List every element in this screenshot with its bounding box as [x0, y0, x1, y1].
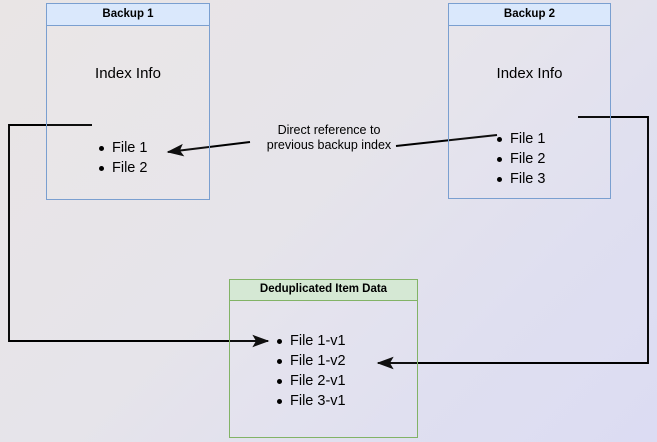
node-backup-2-body: Index Info File 1 File 2 File 3	[449, 26, 610, 198]
list-item: File 3-v1	[275, 391, 346, 411]
node-deduplicated-item-data-header: Deduplicated Item Data	[230, 280, 417, 301]
node-backup-1-header: Backup 1	[47, 4, 209, 26]
node-deduplicated-item-data-body: File 1-v1 File 1-v2 File 2-v1 File 3-v1	[230, 301, 417, 437]
node-backup-1-index-info: Index Info	[95, 65, 161, 82]
list-item: File 2	[97, 158, 147, 178]
node-backup-2-item-list: File 1 File 2 File 3	[495, 129, 545, 189]
node-backup-1-item-list: File 1 File 2	[97, 138, 147, 178]
node-deduplicated-item-list: File 1-v1 File 1-v2 File 2-v1 File 3-v1	[275, 331, 346, 411]
node-backup-2-header: Backup 2	[449, 4, 610, 26]
list-item: File 2-v1	[275, 371, 346, 391]
node-backup-2-index-info: Index Info	[496, 65, 563, 82]
list-item: File 2	[495, 149, 545, 169]
list-item: File 1	[495, 129, 545, 149]
node-backup-2[interactable]: Backup 2 Index Info File 1 File 2 File 3	[448, 3, 611, 199]
list-item: File 1-v1	[275, 331, 346, 351]
list-item: File 1	[97, 138, 147, 158]
list-item: File 1-v2	[275, 351, 346, 371]
edge-label-direct-reference: Direct reference to previous backup inde…	[266, 123, 392, 152]
list-item: File 3	[495, 169, 545, 189]
node-backup-1[interactable]: Backup 1 Index Info File 1 File 2	[46, 3, 210, 200]
node-deduplicated-item-data[interactable]: Deduplicated Item Data File 1-v1 File 1-…	[229, 279, 418, 438]
node-backup-1-body: Index Info File 1 File 2	[47, 26, 209, 199]
